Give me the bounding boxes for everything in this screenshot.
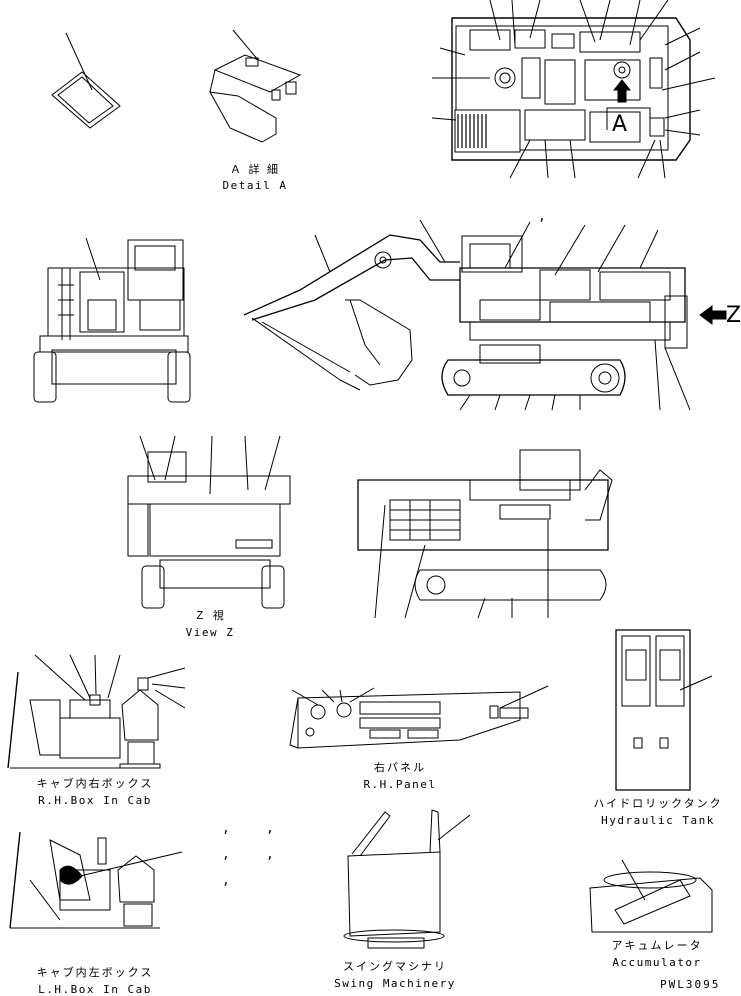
tick-mark: , <box>266 821 274 836</box>
accumulator-en-caption: Accumulator <box>612 956 702 969</box>
plan-view-drawing <box>432 0 715 178</box>
rh-panel-en-caption: R.H.Panel <box>363 778 437 791</box>
swing-machinery-jp-caption: スイングマシナリ <box>343 960 447 973</box>
arrow-a-marker-label: A <box>612 112 628 137</box>
rh-box-jp-caption: キャブ内右ボックス <box>36 777 154 790</box>
side-view-drawing <box>244 220 726 410</box>
rh-box-drawing <box>8 655 185 768</box>
rh-panel-jp-caption: 右パネル <box>374 761 426 774</box>
front-view-drawing <box>34 238 190 402</box>
rh-panel-drawing <box>290 686 548 748</box>
view-z-jp-caption: Ｚ 視 <box>194 609 226 622</box>
hydraulic-tank-drawing <box>616 630 712 790</box>
rear-view-drawing <box>358 450 612 618</box>
accumulator-drawing <box>590 860 712 932</box>
accumulator-jp-caption: アキュムレータ <box>611 939 703 952</box>
view-z-drawing <box>128 436 290 608</box>
arrow-z-marker-label: Z <box>726 303 741 328</box>
tick-mark: , <box>266 847 274 862</box>
detail-a-jp-caption: Ａ 詳 細 <box>230 163 280 176</box>
lh-box-jp-caption: キャブ内左ボックス <box>36 966 154 979</box>
tick-mark: , <box>538 209 546 224</box>
drawing-code: PWL3095 <box>660 978 721 991</box>
tick-mark: , <box>222 873 230 888</box>
tick-mark: , <box>222 847 230 862</box>
detail-a-en-caption: Detail A <box>222 179 288 192</box>
rh-box-en-caption: R.H.Box In Cab <box>38 794 152 807</box>
hydraulic-tank-jp-caption: ハイドロリックタンク <box>593 797 723 810</box>
view-z-en-caption: View Z <box>185 626 235 639</box>
lh-box-drawing <box>10 832 182 928</box>
tick-mark: , <box>222 821 230 836</box>
hydraulic-tank-en-caption: Hydraulic Tank <box>601 814 715 827</box>
decal-plate-drawing <box>52 33 120 128</box>
lh-box-en-caption: L.H.Box In Cab <box>38 983 152 996</box>
swing-machinery-en-caption: Swing Machinery <box>334 977 456 990</box>
detail-a-bracket-drawing <box>210 30 300 142</box>
swing-machinery-drawing <box>344 810 470 948</box>
